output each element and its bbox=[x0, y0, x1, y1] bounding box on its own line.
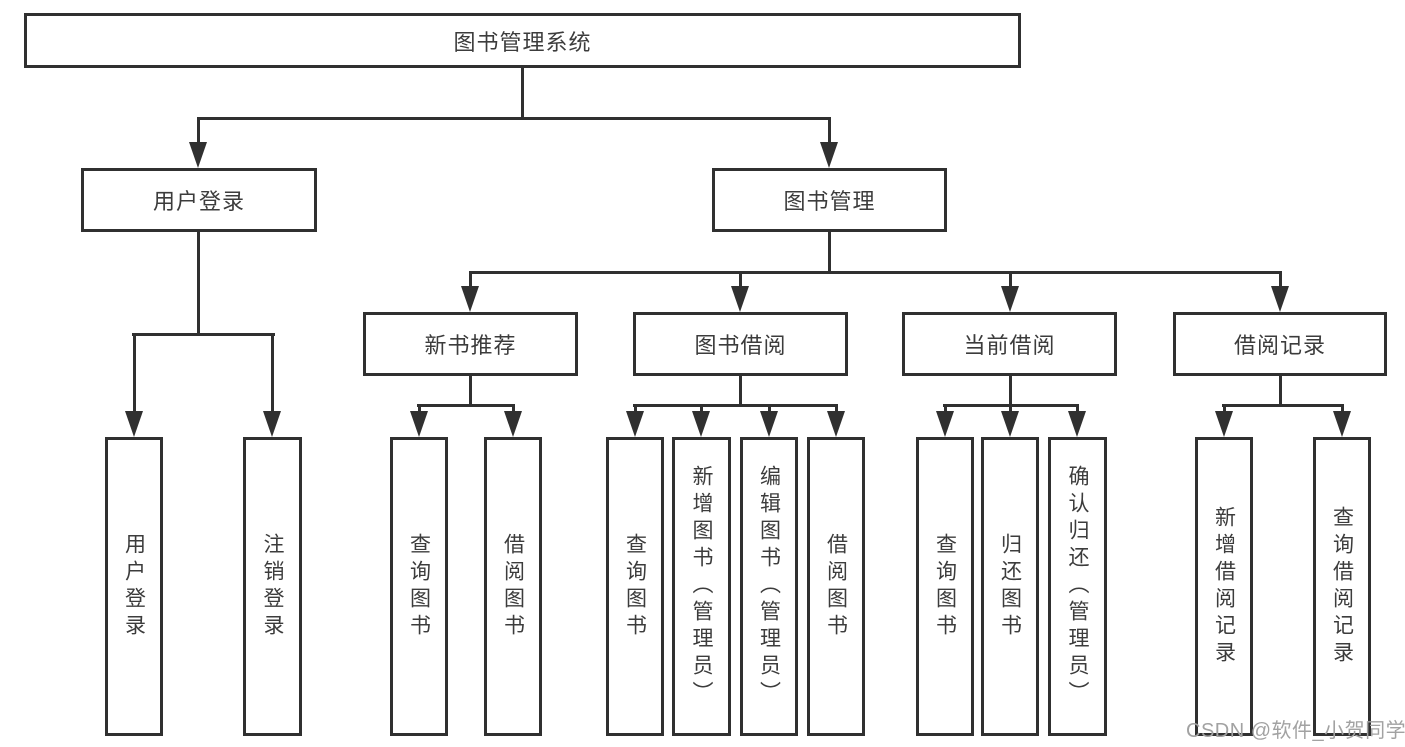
node-new-book-recommendation: 新书推荐 bbox=[363, 312, 578, 376]
leaf-user-login: 用户登录 bbox=[105, 437, 163, 736]
connector-arrow-stem bbox=[828, 117, 831, 148]
leaf-bb-add-books-admin: 新增图书（管理员） bbox=[672, 437, 731, 736]
connector-arrow-stem bbox=[271, 333, 274, 415]
node-label: 图书借阅 bbox=[694, 333, 787, 358]
connector-stem bbox=[739, 376, 742, 406]
node-label: 用户登录 bbox=[122, 532, 146, 641]
node-label: 新增借阅记录 bbox=[1212, 505, 1236, 668]
connector-arrow-stem bbox=[1076, 405, 1079, 414]
connector-arrow-stem bbox=[1223, 405, 1226, 414]
arrowhead bbox=[189, 142, 207, 168]
leaf-bb-edit-books-admin: 编辑图书（管理员） bbox=[740, 437, 798, 736]
node-label: 用户登录 bbox=[152, 189, 245, 214]
node-borrowing-records: 借阅记录 bbox=[1173, 312, 1387, 376]
connector-bus bbox=[197, 117, 831, 120]
connector-arrow-stem bbox=[197, 117, 200, 148]
connector-bus bbox=[132, 333, 275, 336]
connector-bus bbox=[417, 404, 515, 407]
connector-arrow-stem bbox=[1009, 405, 1012, 414]
connector-arrow-stem bbox=[418, 405, 421, 414]
node-label: 查询借阅记录 bbox=[1330, 505, 1354, 668]
arrowhead bbox=[1333, 411, 1351, 437]
arrowhead bbox=[760, 411, 778, 437]
arrowhead bbox=[263, 411, 281, 437]
node-user-login: 用户登录 bbox=[81, 168, 317, 232]
node-label: 查询图书 bbox=[407, 532, 431, 641]
leaf-nb-borrow-books: 借阅图书 bbox=[484, 437, 542, 736]
connector-arrow-stem bbox=[768, 405, 771, 414]
leaf-cb-confirm-return-admin: 确认归还（管理员） bbox=[1048, 437, 1107, 736]
connector-bus bbox=[469, 271, 1282, 274]
arrowhead bbox=[504, 411, 522, 437]
node-label: 新书推荐 bbox=[424, 333, 517, 358]
connector-arrow-stem bbox=[1279, 272, 1282, 290]
leaf-br-query-record: 查询借阅记录 bbox=[1313, 437, 1371, 736]
node-label: 借阅图书 bbox=[501, 532, 525, 641]
connector-arrow-stem bbox=[1009, 272, 1012, 290]
connector-arrow-stem bbox=[512, 405, 515, 414]
node-label: 查询图书 bbox=[623, 532, 647, 641]
arrowhead bbox=[820, 142, 838, 168]
node-label: 确认归还（管理员） bbox=[1066, 465, 1089, 708]
node-label: 编辑图书（管理员） bbox=[757, 465, 781, 708]
connector-stem bbox=[1279, 376, 1282, 406]
leaf-br-add-record: 新增借阅记录 bbox=[1195, 437, 1253, 736]
arrowhead bbox=[692, 411, 710, 437]
connector-arrow-stem bbox=[133, 333, 136, 415]
node-label: 图书管理 bbox=[783, 189, 876, 214]
connector-arrow-stem bbox=[634, 405, 637, 414]
arrowhead bbox=[936, 411, 954, 437]
leaf-cb-return-books: 归还图书 bbox=[981, 437, 1039, 736]
leaf-nb-query-books: 查询图书 bbox=[390, 437, 448, 736]
connector-arrow-stem bbox=[1341, 405, 1344, 414]
node-label: 借阅图书 bbox=[824, 532, 848, 641]
node-label: 新增图书（管理员） bbox=[690, 465, 713, 708]
connector-stem bbox=[1009, 376, 1012, 406]
leaf-bb-borrow-books: 借阅图书 bbox=[807, 437, 865, 736]
node-book-management: 图书管理 bbox=[712, 168, 947, 232]
arrowhead bbox=[461, 286, 479, 312]
connector-arrow-stem bbox=[944, 405, 947, 414]
arrowhead bbox=[125, 411, 143, 437]
node-label: 注销登录 bbox=[261, 532, 284, 641]
arrowhead bbox=[1001, 286, 1019, 312]
arrowhead bbox=[1001, 411, 1019, 437]
node-label: 图书管理系统 bbox=[453, 29, 592, 55]
connector-arrow-stem bbox=[469, 272, 472, 290]
arrowhead bbox=[1215, 411, 1233, 437]
connector-arrow-stem bbox=[835, 405, 838, 414]
node-current-borrowing: 当前借阅 bbox=[902, 312, 1117, 376]
node-label: 借阅记录 bbox=[1233, 333, 1326, 358]
node-label: 当前借阅 bbox=[963, 333, 1056, 358]
connector-stem bbox=[469, 376, 472, 406]
arrowhead bbox=[731, 286, 749, 312]
leaf-cb-query-books: 查询图书 bbox=[916, 437, 974, 736]
connector-stem bbox=[197, 232, 200, 335]
arrowhead bbox=[626, 411, 644, 437]
arrowhead bbox=[827, 411, 845, 437]
arrowhead bbox=[1068, 411, 1086, 437]
node-library-system: 图书管理系统 bbox=[24, 13, 1021, 68]
connector-arrow-stem bbox=[739, 272, 742, 290]
leaf-logout-login: 注销登录 bbox=[243, 437, 302, 736]
arrowhead bbox=[1271, 286, 1289, 312]
watermark: CSDN @软件_小贺同学 bbox=[1186, 720, 1405, 742]
connector-stem bbox=[828, 232, 831, 274]
node-book-borrowing: 图书借阅 bbox=[633, 312, 848, 376]
connector-arrow-stem bbox=[700, 405, 703, 414]
node-label: 查询图书 bbox=[933, 532, 957, 641]
leaf-bb-query-books: 查询图书 bbox=[606, 437, 664, 736]
node-label: 归还图书 bbox=[998, 532, 1022, 641]
connector-stem bbox=[521, 68, 524, 120]
connector-bus bbox=[1222, 404, 1344, 407]
arrowhead bbox=[410, 411, 428, 437]
connector-bus bbox=[633, 404, 838, 407]
